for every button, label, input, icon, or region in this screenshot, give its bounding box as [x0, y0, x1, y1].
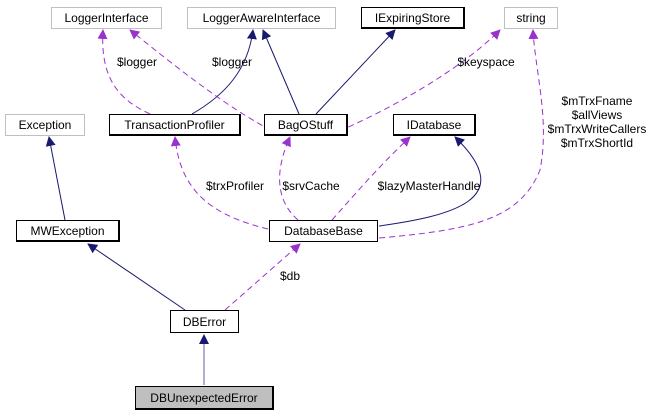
edge-bag-to-loggeraware — [261, 29, 300, 115]
node-idatabase[interactable]: IDatabase — [393, 114, 476, 136]
label-db: $db — [279, 269, 301, 283]
node-exception[interactable]: Exception — [5, 114, 85, 136]
label-keyspace: $keyspace — [457, 55, 515, 69]
node-mw-exception[interactable]: MWException — [16, 220, 120, 242]
label-string-members: $mTrxFname $allViews $mTrxWriteCallers $… — [548, 94, 647, 150]
label-trx-profiler: $trxProfiler — [205, 179, 265, 193]
edge-tp-logger — [97, 29, 151, 115]
edge-bag-logger — [129, 29, 281, 136]
node-iexpiring-store[interactable]: IExpiringStore — [361, 7, 465, 29]
node-db-error[interactable]: DBError — [170, 310, 239, 333]
label-srv-cache: $srvCache — [282, 179, 340, 193]
node-database-base[interactable]: DatabaseBase — [269, 220, 378, 242]
label-tp-logger: $logger — [116, 55, 158, 69]
edge-databasebase-srvcache — [279, 136, 299, 221]
node-transaction-profiler[interactable]: TransactionProfiler — [109, 114, 241, 136]
node-logger-interface[interactable]: LoggerInterface — [51, 7, 162, 29]
node-bag-o-stuff[interactable]: BagOStuff — [264, 114, 348, 136]
edge-tp-to-loggeraware — [191, 29, 257, 115]
label-mtrxwritecallers: $mTrxWriteCallers — [547, 122, 647, 136]
edge-databasebase-trxprofiler — [170, 136, 269, 230]
edge-bag-keyspace — [329, 29, 501, 136]
label-mtrxshortid: $mTrxShortId — [560, 136, 634, 150]
node-string[interactable]: string — [504, 7, 558, 29]
edge-databasebase-string — [378, 29, 544, 239]
edge-bag-to-iexpiring — [315, 29, 396, 115]
node-db-unexpected-error: DBUnexpectedError — [135, 386, 274, 410]
label-allviews: $allViews — [571, 108, 623, 122]
edge-dberror-to-mwexception — [87, 243, 186, 311]
node-logger-aware-interface[interactable]: LoggerAwareInterface — [187, 7, 336, 29]
label-lazy-master-handle: $lazyMasterHandle — [377, 179, 481, 193]
label-bag-logger: $logger — [211, 55, 253, 69]
label-mtrxfname: $mTrxFname — [561, 94, 633, 108]
edge-databasebase-to-idatabase — [378, 136, 482, 227]
edge-mwexception-to-exception — [45, 136, 66, 221]
edge-dberror-db — [224, 243, 301, 311]
